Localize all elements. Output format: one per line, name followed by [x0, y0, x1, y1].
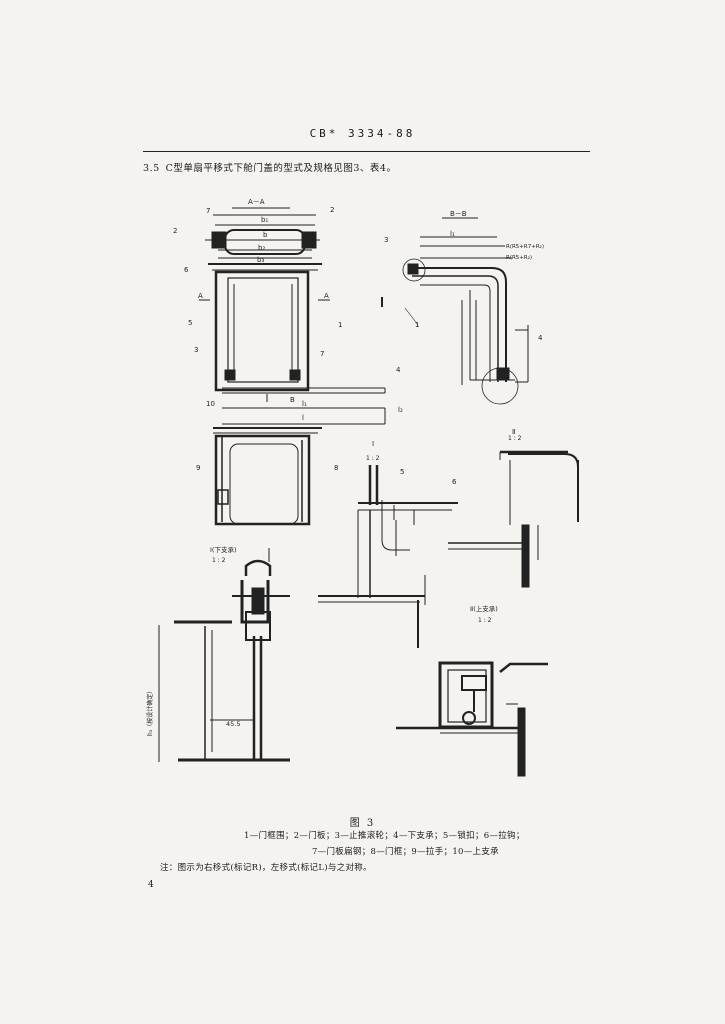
- label-section-aa: A－A: [248, 198, 265, 206]
- label-roman-i: Ⅰ: [372, 440, 374, 448]
- callout-bb-3: 3: [384, 236, 388, 244]
- label-radius-1: R(R5+R7+R₂): [506, 244, 544, 250]
- standard-number: CB* 3334-88: [309, 127, 416, 140]
- callout-8: 8: [334, 464, 338, 472]
- page-number: 4: [148, 880, 154, 890]
- callout-6: 6: [184, 266, 189, 274]
- figure-title: 图 3: [349, 818, 376, 829]
- clause-text: 3.5 C型单扇平移式下舱门盖的型式及规格见图3、表4。: [143, 160, 396, 174]
- figure-legend-line-2: 7—门板扁钢；8—门框；9—拉手；10—上支承: [312, 847, 499, 857]
- label-detail-lower: Ⅰ(下支承): [210, 545, 237, 554]
- figure-legend-line-1: 1—门框围；2—门板；3—止推滚轮；4—下支承；5—锁扣；6—拉钩；: [244, 831, 525, 841]
- view-lower-support: [158, 548, 290, 762]
- callout-1: 1: [338, 321, 342, 329]
- label-dim-h3: h₃（按设计确定）: [146, 688, 154, 736]
- label-detail-upper: Ⅱ(上支承): [470, 604, 498, 613]
- label-section-bb: B－B: [450, 210, 467, 218]
- clause-body: C型单扇平移式下舱门盖的型式及规格见图3、表4。: [165, 163, 397, 174]
- label-scale-ii: 1 : 2: [508, 435, 522, 442]
- label-scale-i: 1 : 2: [366, 455, 380, 462]
- callout-i-6: 6: [452, 478, 457, 486]
- drawing-labels: A－A b₁ b b₂ b₃ 7 2 2 6 A A 5 1 3 7 4 B l…: [146, 198, 544, 736]
- callout-2-right: 2: [330, 206, 334, 214]
- callout-2-left: 2: [173, 227, 177, 235]
- label-dim-45: 45.5: [226, 720, 240, 728]
- label-b1: b₁: [261, 216, 268, 224]
- callout-9: 9: [196, 464, 200, 472]
- label-l: l: [302, 414, 304, 422]
- label-a-left: A: [198, 292, 203, 300]
- view-detail-i: [318, 465, 458, 648]
- view-section-aa: [199, 207, 386, 425]
- callout-3: 3: [194, 346, 198, 354]
- label-l2: l₂: [398, 406, 403, 414]
- view-section-bb: [381, 217, 529, 405]
- callout-7b: 7: [320, 350, 324, 358]
- label-scale-lower: 1 : 2: [212, 557, 226, 564]
- callout-bb-4: 4: [538, 334, 543, 342]
- callout-4: 4: [396, 366, 401, 374]
- label-scale-upper: 1 : 2: [478, 617, 492, 624]
- view-front: [213, 427, 322, 526]
- figure-note: 注：图示为右移式(标记R)，左移式(标记L)与之对称。: [160, 863, 372, 873]
- view-detail-ii: [448, 450, 579, 588]
- callout-7: 7: [206, 207, 210, 215]
- view-upper-support: [396, 661, 548, 777]
- callout-5: 5: [188, 319, 192, 327]
- callout-10: 10: [206, 400, 215, 408]
- label-b: b: [263, 231, 268, 239]
- label-bb-l1: l₁: [450, 230, 455, 238]
- callout-i-5: 5: [400, 468, 404, 476]
- label-b3: b₃: [257, 256, 264, 264]
- label-b-marker: B: [290, 396, 295, 404]
- label-l1: l₁: [302, 400, 307, 408]
- label-radius-2: R(R5+R₂): [506, 255, 532, 261]
- label-roman-ii: Ⅱ: [512, 428, 515, 436]
- clause-number: 3.5: [143, 163, 160, 174]
- header-rule: [143, 151, 590, 152]
- drawing-lines: [158, 207, 579, 777]
- label-a-right: A: [324, 292, 329, 300]
- label-b2: b₂: [258, 244, 265, 252]
- callout-bb-1: 1: [415, 321, 419, 329]
